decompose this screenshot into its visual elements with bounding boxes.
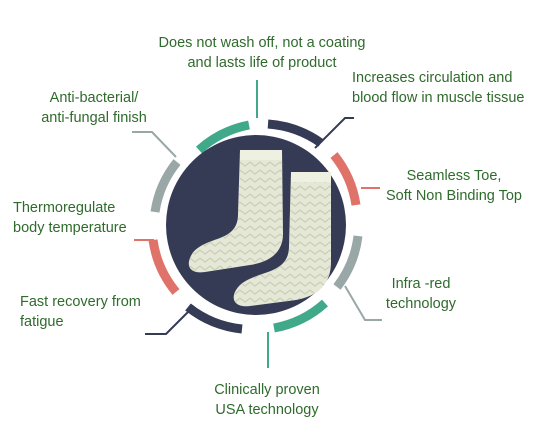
ring-segment-right-upper: [330, 152, 361, 206]
ring-segment-left-upper: [150, 159, 181, 213]
ring-segment-top-right: [267, 119, 324, 147]
feature-label-anti-bacterial: Anti-bacterial/ anti-fungal finish: [41, 90, 147, 126]
connector-left-upper: [132, 131, 177, 158]
feature-label-infrared: Infra -red technology: [385, 276, 457, 312]
feature-label-seamless-toe: Seamless Toe, Soft Non Binding Top: [386, 168, 522, 204]
feature-label-durable: Does not wash off, not a coating and las…: [158, 35, 366, 71]
feature-label-clinically-proven: Clinically proven USA technology: [214, 382, 320, 418]
feature-label-thermoregulate: Thermoregulate body temperature: [13, 200, 127, 236]
back-sock-cuff: [240, 150, 282, 160]
connector-right-lower: [344, 285, 382, 321]
ring-segment-left-lower: [148, 239, 180, 295]
ring-segments: [148, 119, 363, 334]
front-sock-cuff: [291, 172, 331, 182]
ring-segment-bottom-right: [273, 299, 329, 333]
socks-icon: [188, 150, 331, 307]
feature-label-circulation: Increases circulation and blood flow in …: [352, 70, 525, 106]
connector-bottom-left: [145, 305, 195, 335]
feature-label-fast-recovery: Fast recovery from fatigue: [20, 294, 141, 330]
connector-lines: [132, 80, 382, 368]
ring-segment-top: [195, 120, 250, 154]
ring-segment-right-lower: [333, 235, 363, 290]
connector-top-right: [314, 117, 354, 149]
